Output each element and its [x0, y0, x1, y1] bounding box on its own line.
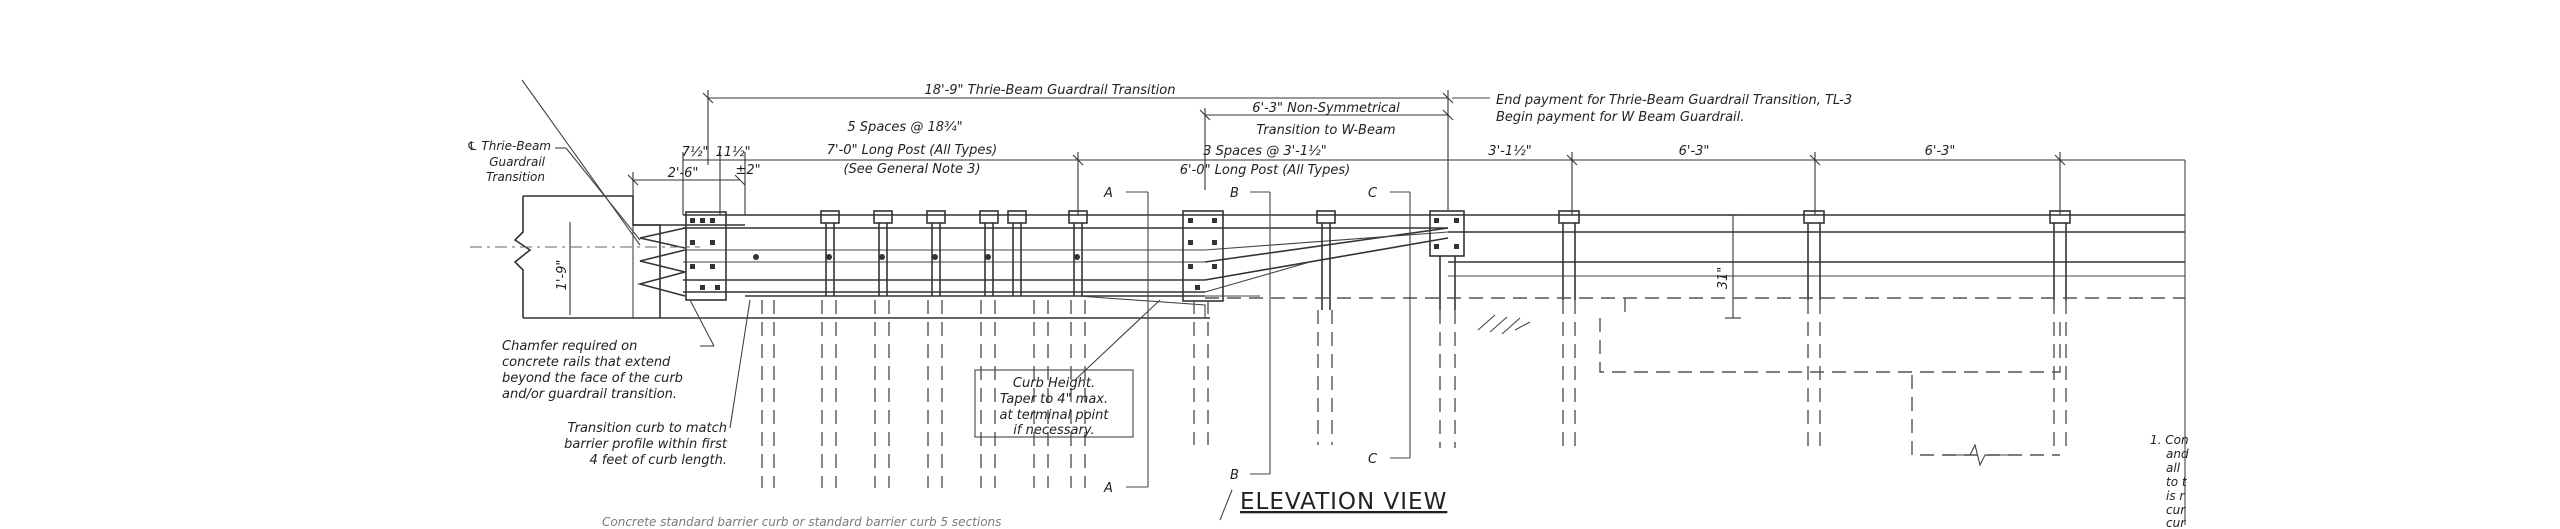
dimension-text: 18'-9" Thrie-Beam Guardrail Transition 6…: [555, 83, 1955, 290]
leader-lines: [521, 79, 1490, 521]
dim-two-six: 2'-6": [668, 166, 699, 181]
dim-long-post-6: 6'-0" Long Post (All Types): [1180, 163, 1350, 178]
section-b-bottom: B: [1230, 468, 1239, 483]
height-note-2: Taper to 4" max.: [1000, 392, 1108, 407]
end-payment-1: End payment for Thrie-Beam Guardrail Tra…: [1496, 93, 1852, 108]
dim-one-nine: 1'-9": [555, 260, 570, 291]
concrete-barrier: [513, 195, 1210, 319]
general-note-6: cur: [2166, 503, 2186, 517]
bottom-cut-note: Concrete standard barrier curb or standa…: [602, 515, 1001, 529]
chamfer-note-2: concrete rails that extend: [502, 355, 671, 370]
dim-eleven-half: 11½": [715, 145, 750, 160]
section-markers: A A B B C C: [1103, 186, 1411, 496]
ground-line: [1205, 160, 2186, 525]
general-note-7: cur: [2166, 516, 2186, 529]
section-b-top: B: [1230, 186, 1239, 201]
posts-seven-foot: [685, 210, 1088, 488]
dim-five-spaces: 5 Spaces @ 18¾": [847, 120, 962, 135]
dim-three-spaces: 3 Spaces @ 3'-1½": [1203, 144, 1326, 159]
dim-overall: 18'-9" Thrie-Beam Guardrail Transition: [924, 83, 1175, 98]
thrie-beam-rail: [683, 214, 2185, 293]
dim-seven-half: 7½": [682, 145, 709, 160]
dim-long-post-7-1: 7'-0" Long Post (All Types): [827, 143, 997, 158]
posts-six-foot: [1182, 210, 2071, 448]
general-note-5: is r: [2166, 489, 2185, 503]
dim-six-three-a: 6'-3": [1679, 144, 1710, 159]
dim-six-three-b: 6'-3": [1925, 144, 1956, 159]
general-note-3: all: [2166, 461, 2181, 475]
section-c-bottom: C: [1368, 452, 1378, 467]
chamfer-note-3: beyond the face of the curb: [502, 371, 683, 386]
dim-non-symmetrical-1: 6'-3" Non-Symmetrical: [1252, 101, 1400, 116]
dim-non-symmetrical-2: Transition to W-Beam: [1256, 123, 1395, 138]
cl-note-2: Guardrail: [489, 155, 545, 169]
view-title: ELEVATION VIEW: [1240, 489, 1447, 515]
chamfer-note-1: Chamfer required on: [502, 339, 637, 354]
curb-note-1: Transition curb to match: [568, 421, 727, 436]
section-c-top: C: [1368, 186, 1378, 201]
general-note-2: and: [2166, 447, 2189, 461]
chamfer-note-4: and/or guardrail transition.: [502, 387, 677, 402]
dim-pm2: ±2": [735, 163, 760, 178]
cl-note-1: ℄ Thrie-Beam: [467, 139, 551, 153]
height-note-3: at terminal point: [999, 408, 1109, 423]
general-note-1: 1. Con: [2150, 433, 2189, 447]
dim-thirty-one: 31": [1716, 267, 1731, 290]
curb-height-note-box: [974, 369, 1134, 438]
dimension-lines: [569, 90, 2185, 319]
note-text: End payment for Thrie-Beam Guardrail Tra…: [467, 93, 2189, 529]
dim-long-post-7-2: (See General Note 3): [843, 162, 980, 177]
section-a-top: A: [1103, 186, 1113, 201]
curb-note-3: 4 feet of curb length.: [589, 453, 727, 468]
curb-note-2: barrier profile within first: [564, 437, 728, 452]
end-payment-2: Begin payment for W Beam Guardrail.: [1496, 110, 1744, 125]
height-note-1: Curb Height.: [1013, 376, 1095, 391]
general-note-4: to t: [2166, 475, 2188, 489]
dim-three-one-half: 3'-1½": [1488, 144, 1531, 159]
cl-note-3: Transition: [486, 170, 545, 184]
section-a-bottom: A: [1103, 481, 1113, 496]
height-note-4: if necessary.: [1013, 423, 1094, 438]
